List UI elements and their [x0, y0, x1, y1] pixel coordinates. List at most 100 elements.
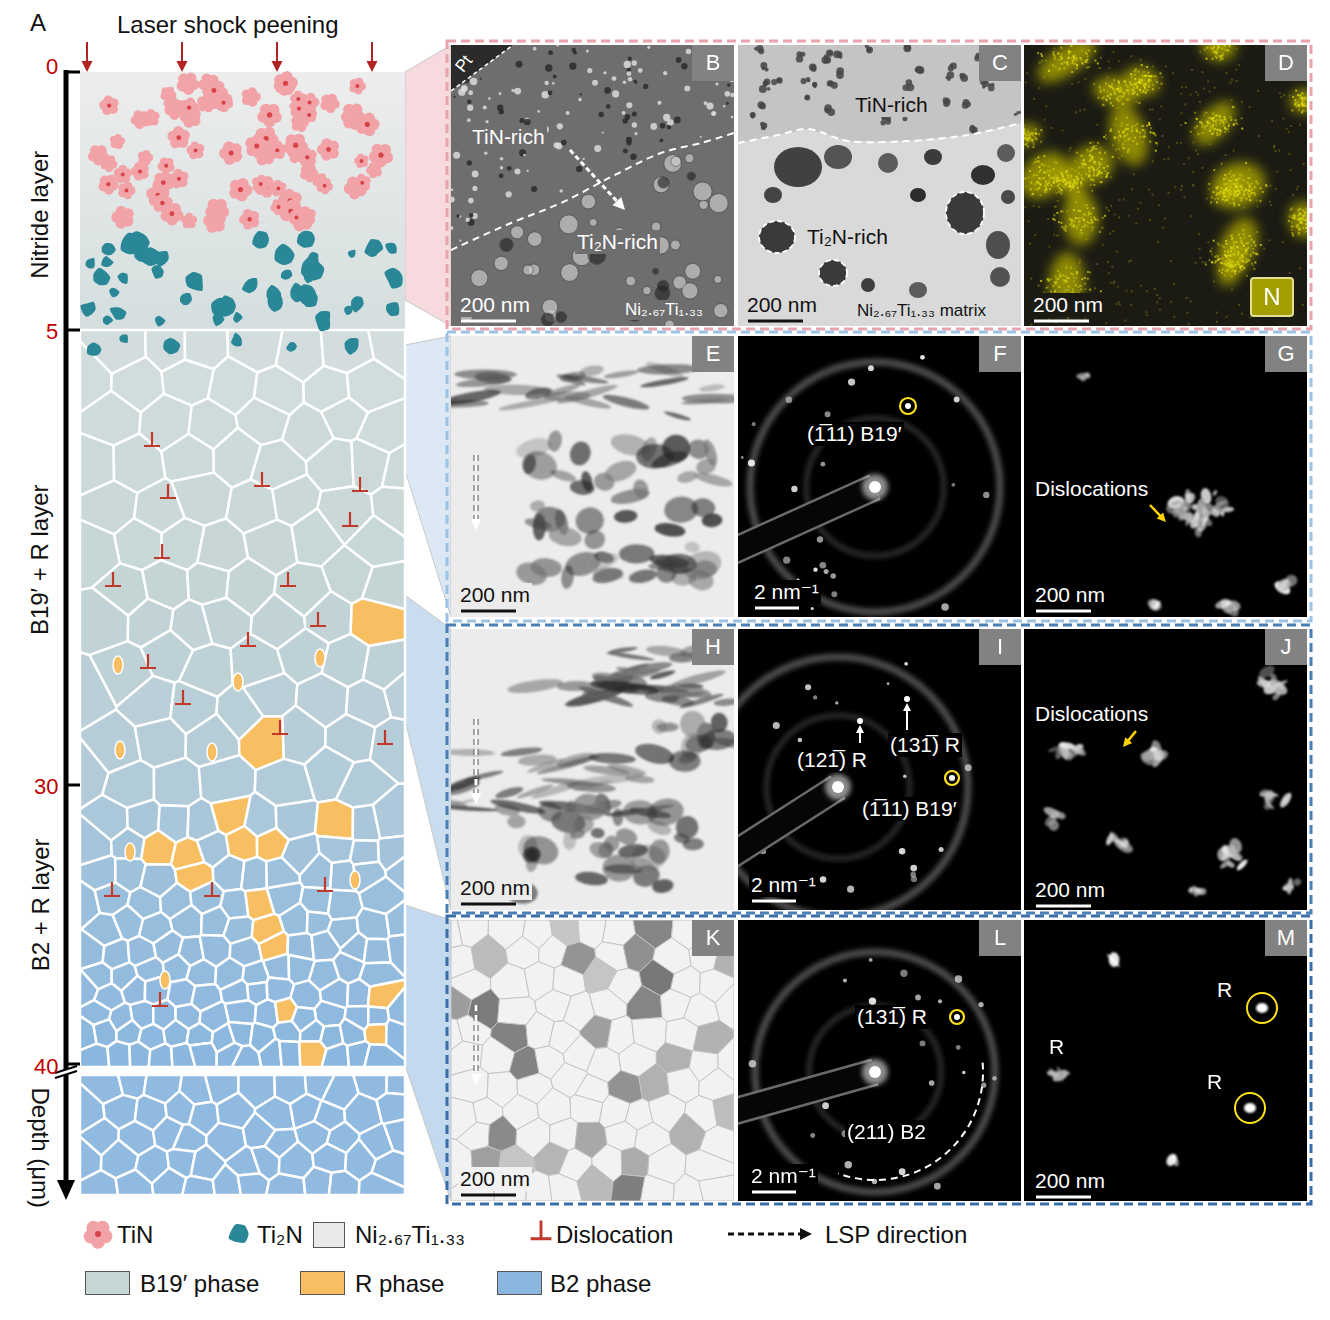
ti2n-particle [185, 272, 202, 291]
tin-particle-part [294, 95, 302, 103]
precipitate [665, 320, 675, 326]
precipitate [484, 152, 487, 155]
tin-particle-part [164, 164, 168, 168]
tin-particle-part [378, 153, 383, 158]
nitrogen-signal [1071, 220, 1073, 222]
nitrogen-signal [1065, 230, 1067, 232]
depth-axis [55, 70, 80, 1200]
nitrogen-rich-area [1091, 73, 1144, 109]
precipitate [833, 50, 841, 58]
precipitate [715, 82, 718, 85]
nitrogen-signal [1260, 200, 1262, 202]
nitrogen-signal [1072, 273, 1074, 275]
precipitate [997, 144, 1015, 162]
precipitate [465, 218, 469, 222]
nitrogen-signal [1150, 127, 1152, 129]
nitrogen-signal [1040, 194, 1042, 196]
nitrogen-signal [1076, 152, 1078, 154]
tin-particle-part [293, 214, 301, 222]
grain [232, 1045, 261, 1067]
dislocation-symbol [152, 992, 168, 1006]
nitrogen-signal [1130, 84, 1132, 86]
nitrogen-signal [1295, 102, 1297, 104]
tin-particle-part [103, 179, 113, 189]
nitrogen-signal [1075, 277, 1077, 279]
nitrogen-signal [1073, 59, 1075, 61]
tin-particle-part [168, 100, 177, 109]
nitrogen-signal [1087, 149, 1089, 151]
nitrogen-signal [1084, 283, 1086, 285]
tin-particle-part [177, 177, 181, 181]
tin-particle-part [326, 147, 331, 152]
panel-row-frame [447, 332, 1311, 621]
precipitate [537, 110, 540, 113]
nitrogen-signal [1205, 112, 1207, 114]
tin-particle-part [182, 78, 193, 89]
nitrogen-signal [1076, 64, 1078, 66]
precipitate [470, 78, 477, 85]
nitrogen-signal [1100, 57, 1102, 59]
precipitate [566, 111, 570, 115]
precipitate [603, 71, 606, 74]
r-phase-particle [350, 871, 360, 889]
tin-particle-part [95, 1231, 101, 1237]
nitrogen-signal [1063, 178, 1065, 180]
ti2n-particle [109, 288, 119, 298]
nitrogen-signal [1234, 183, 1236, 185]
nitrogen-signal [1105, 98, 1107, 100]
precipitate [453, 96, 455, 98]
micrograph-panel: PtTiN-richTi₂N-rich200 nmNi₂.₆₇Ti₁.₃₃B [451, 45, 734, 326]
precipitate [866, 47, 873, 54]
ti2n-precipitate [946, 192, 984, 234]
r-phase-particle [125, 843, 135, 861]
laser-arrow [181, 42, 183, 64]
nitrogen-signal [1092, 207, 1094, 209]
ti2n-particle [231, 333, 242, 347]
precipitate [578, 98, 582, 102]
precipitate [730, 93, 734, 97]
nitrogen-signal [1237, 247, 1239, 249]
precipitate [468, 90, 473, 95]
tin-particle-part [185, 217, 193, 225]
panel-annotation: TiN-rich [853, 93, 930, 117]
tin-particle-part [297, 106, 301, 110]
precipitate [499, 173, 504, 178]
tin-particle-part [305, 98, 314, 107]
nitrogen-signal [1091, 147, 1093, 149]
nitrogen-signal [1148, 75, 1150, 77]
precipitate [594, 145, 601, 152]
tin-particle [320, 94, 339, 113]
nitrogen-signal [1064, 226, 1066, 228]
r-phase-particle [207, 743, 217, 761]
nitrogen-signal [1216, 255, 1218, 257]
tin-particle-part [276, 186, 280, 190]
nitrogen-signal [1225, 189, 1227, 191]
precipitate [1001, 190, 1015, 204]
tin-particle-part [305, 155, 309, 159]
tin-particle-part [211, 88, 216, 93]
nitrogen-signal [1233, 241, 1235, 243]
nitrogen-signal [1128, 98, 1130, 100]
tin-particle-part [280, 77, 292, 89]
nitrogen-signal [1138, 81, 1140, 83]
nitrogen-signal [1221, 272, 1223, 274]
nitrogen-signal [1249, 186, 1251, 188]
nitride-band [80, 72, 405, 332]
precipitate [652, 268, 658, 274]
nitrogen-signal [1245, 189, 1247, 191]
tin-particle [163, 96, 181, 114]
precipitate [527, 170, 529, 172]
nitrogen-signal [1092, 226, 1094, 228]
tin-particle-part [138, 169, 142, 173]
nitrogen-signal [1073, 280, 1075, 282]
ti2n-particle [233, 312, 242, 323]
nitrogen-signal [1084, 60, 1086, 62]
precipitate [727, 83, 730, 86]
nitrogen-signal [1049, 172, 1051, 174]
precipitate [809, 64, 816, 71]
tin-particle-part [93, 150, 103, 160]
zoom-wedge [405, 595, 451, 910]
nitrogen-signal [1024, 124, 1025, 126]
tin-particle-part [277, 205, 281, 209]
nitrogen-signal [1223, 178, 1225, 180]
